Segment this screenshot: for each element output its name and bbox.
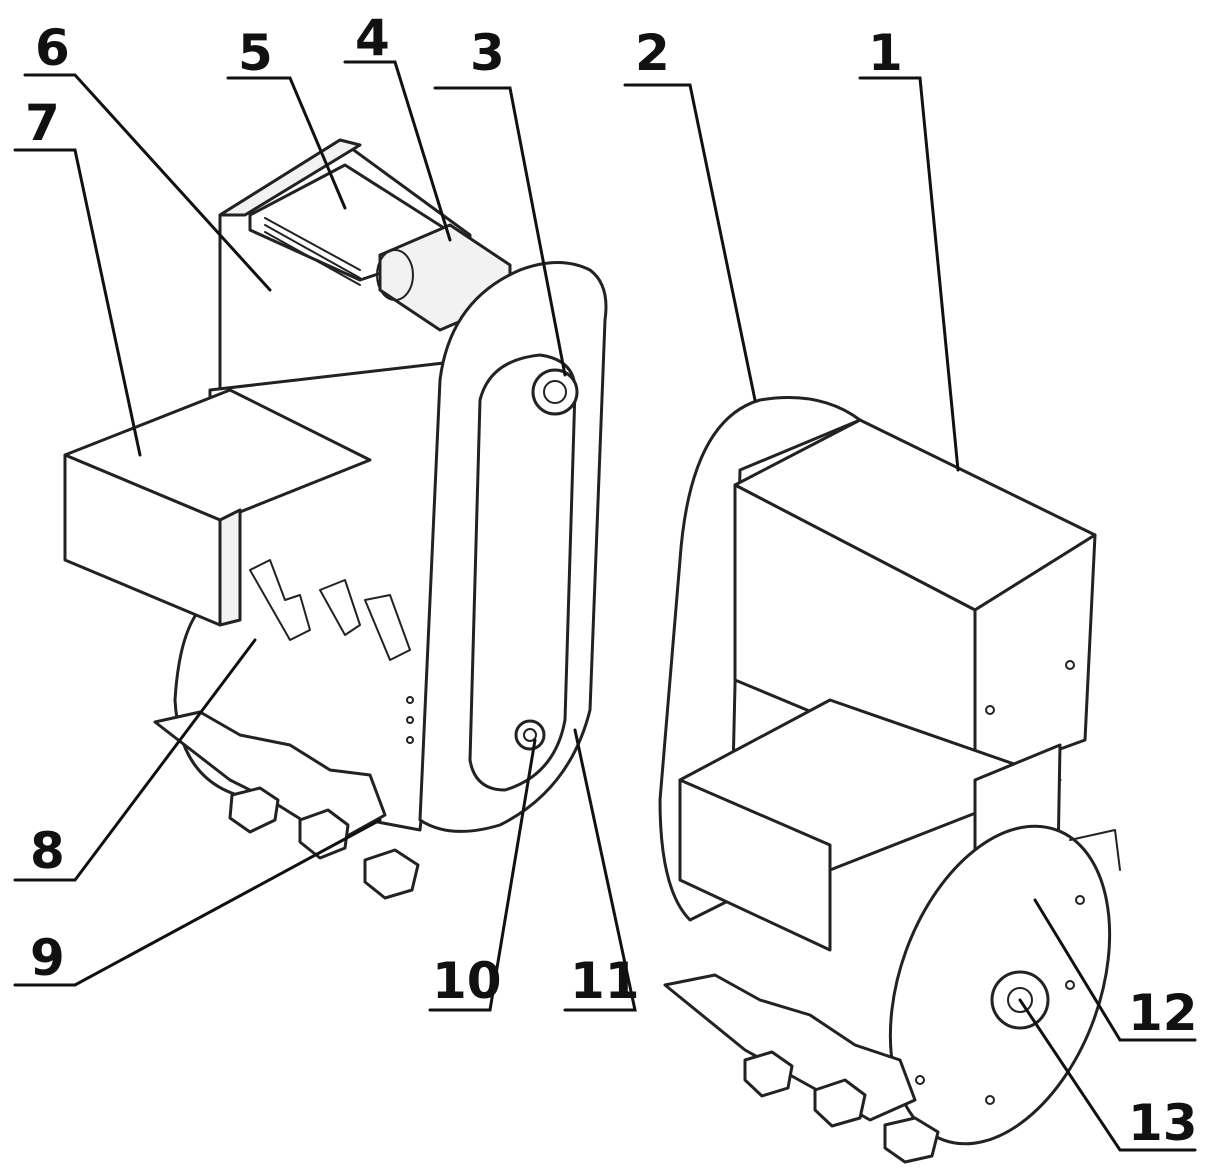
- right-tooth-1: [743, 1050, 794, 1098]
- callout-7: 7: [25, 94, 60, 152]
- left-tooth-3: [363, 848, 420, 900]
- right-hopper-rivet: [1065, 660, 1075, 670]
- left-roller-end: [376, 249, 414, 301]
- callout-10: 10: [432, 952, 502, 1010]
- left-hopper-slot-line-2: [264, 224, 361, 279]
- callout-labels: 1 2 3 4 5 6 7 8 9 10 11 12 13: [25, 9, 1198, 1152]
- callout-3: 3: [470, 24, 505, 82]
- leader-10: [428, 738, 537, 1012]
- callout-leaders: [13, 60, 1197, 1152]
- left-rivet-3: [406, 736, 414, 744]
- left-tooth-2: [298, 808, 350, 860]
- callout-13: 13: [1128, 1094, 1198, 1152]
- callout-4: 4: [355, 9, 390, 67]
- right-gear-hub: [1007, 987, 1033, 1013]
- right-lower-tray-front: [678, 778, 832, 952]
- leader-9: [13, 818, 382, 987]
- left-belt-inner: [468, 353, 577, 792]
- right-tooth-3: [883, 1116, 940, 1164]
- left-upper-pulley: [531, 368, 579, 416]
- right-disc-rivet-2: [985, 1095, 995, 1105]
- leader-2: [623, 83, 757, 402]
- left-lower-pulley: [514, 719, 546, 751]
- left-hopper-slot-line: [264, 217, 361, 271]
- leader-5: [226, 76, 347, 210]
- left-tooth-1: [228, 786, 280, 834]
- leader-11: [563, 728, 637, 1012]
- callout-9: 9: [30, 929, 65, 987]
- right-disc-rivet-4: [1075, 895, 1085, 905]
- callout-12: 12: [1128, 984, 1198, 1042]
- right-hopper-rivet-2: [985, 705, 995, 715]
- left-unit: [63, 138, 608, 900]
- right-hopper-side: [973, 533, 1097, 782]
- callout-1: 1: [868, 24, 903, 82]
- left-cavity-3: [364, 594, 411, 661]
- leader-6: [23, 73, 272, 292]
- right-disc-rivet-3: [1065, 980, 1075, 990]
- callout-11: 11: [570, 952, 640, 1010]
- leader-12: [1033, 898, 1197, 1042]
- left-hopper-slot-line-3: [264, 231, 361, 286]
- callout-8: 8: [30, 822, 65, 880]
- right-unit: [658, 396, 1121, 1164]
- left-rivet-1: [406, 696, 414, 704]
- callout-2: 2: [635, 24, 670, 82]
- left-cavity-2: [319, 579, 361, 636]
- leader-8: [13, 638, 257, 882]
- right-disc-rivet-1: [915, 1075, 925, 1085]
- left-upper-pulley-hub: [543, 380, 567, 404]
- leader-3: [433, 86, 567, 377]
- callout-5: 5: [238, 24, 273, 82]
- left-cavity-1: [249, 559, 311, 641]
- right-tooth-2: [813, 1078, 867, 1128]
- leader-4: [343, 60, 452, 242]
- left-tray-edge: [218, 508, 242, 627]
- leader-1: [858, 76, 960, 472]
- leader-7: [13, 148, 142, 457]
- leader-13: [1018, 998, 1197, 1152]
- left-rivet-2: [406, 716, 414, 724]
- left-lower-pulley-hub: [523, 728, 537, 742]
- right-blade-strip: [663, 973, 917, 1122]
- callout-6: 6: [35, 19, 70, 77]
- right-latch: [1069, 829, 1121, 871]
